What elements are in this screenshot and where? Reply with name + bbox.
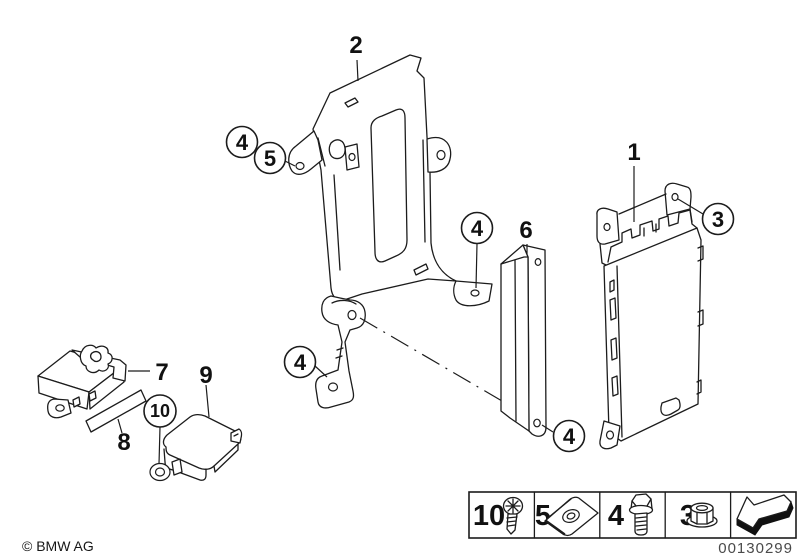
legend-item-3[interactable]: 3 — [680, 500, 718, 532]
callout-4-shelf[interactable]: 4 — [460, 211, 494, 245]
bracket-left-wing — [288, 130, 323, 175]
fastener-legend: 10 5 4 — [468, 491, 797, 539]
back-arrow-icon[interactable] — [736, 494, 794, 536]
part-2-bracket-drawing — [288, 54, 493, 409]
part-8-pad-drawing — [85, 389, 147, 433]
part-7-number[interactable]: 7 — [155, 359, 168, 386]
flange-nut-icon — [686, 502, 718, 528]
bracket-lower-leg — [315, 295, 366, 409]
label-part-7[interactable]: 7 — [155, 359, 168, 386]
callout-4-holder-number[interactable]: 4 — [563, 424, 576, 449]
image-number-text: 00130299 — [718, 540, 793, 557]
legend-item-5[interactable]: 5 — [535, 496, 599, 537]
callout-5-upper-left[interactable]: 5 — [253, 141, 287, 175]
label-part-6[interactable]: 6 — [519, 217, 532, 244]
bracket-cutout — [370, 108, 408, 263]
label-part-1[interactable]: 1 — [627, 139, 640, 166]
callout-4-holder[interactable]: 4 — [552, 419, 586, 453]
part-1-control-unit-drawing — [596, 182, 704, 450]
callout-10-sensor[interactable]: 10 — [143, 394, 177, 428]
label-part-8[interactable]: 8 — [117, 429, 130, 456]
legend-item-10[interactable]: 10 — [473, 496, 524, 535]
legend-item-4[interactable]: 4 — [608, 493, 654, 536]
callout-4-upper-left-number[interactable]: 4 — [236, 130, 249, 155]
callout-4-upper-left[interactable]: 4 — [225, 125, 259, 159]
callout-4-shelf-number[interactable]: 4 — [471, 216, 484, 241]
clip-nut-icon — [544, 496, 599, 537]
legend-4-number[interactable]: 4 — [608, 500, 624, 532]
part-9-number[interactable]: 9 — [199, 362, 212, 389]
copyright-text: © BMW AG — [22, 538, 94, 554]
callout-4-lower-bracket-number[interactable]: 4 — [294, 350, 307, 375]
legend-item-arrow[interactable] — [736, 494, 794, 536]
callout-5-number[interactable]: 5 — [264, 146, 276, 171]
part-6-number[interactable]: 6 — [519, 217, 532, 244]
callout-4-lower-bracket[interactable]: 4 — [283, 345, 317, 379]
callout-3-module[interactable]: 3 — [701, 202, 735, 236]
part-2-number[interactable]: 2 — [349, 32, 362, 59]
part-1-number[interactable]: 1 — [627, 139, 640, 166]
part-7-module-drawing — [37, 344, 127, 419]
legend-10-number[interactable]: 10 — [473, 500, 505, 532]
part-9-module-drawing — [149, 413, 243, 482]
part-8-number[interactable]: 8 — [117, 429, 130, 456]
leader-lines — [117, 59, 704, 465]
legend-5-number[interactable]: 5 — [535, 500, 551, 532]
label-part-9[interactable]: 9 — [199, 362, 212, 389]
label-part-2[interactable]: 2 — [349, 32, 362, 59]
callout-10-number[interactable]: 10 — [150, 401, 170, 421]
part-6-holder-drawing — [500, 244, 547, 437]
hex-bolt-icon — [628, 493, 654, 536]
callout-3-number[interactable]: 3 — [712, 207, 724, 232]
phillips-screw-icon — [502, 496, 524, 535]
